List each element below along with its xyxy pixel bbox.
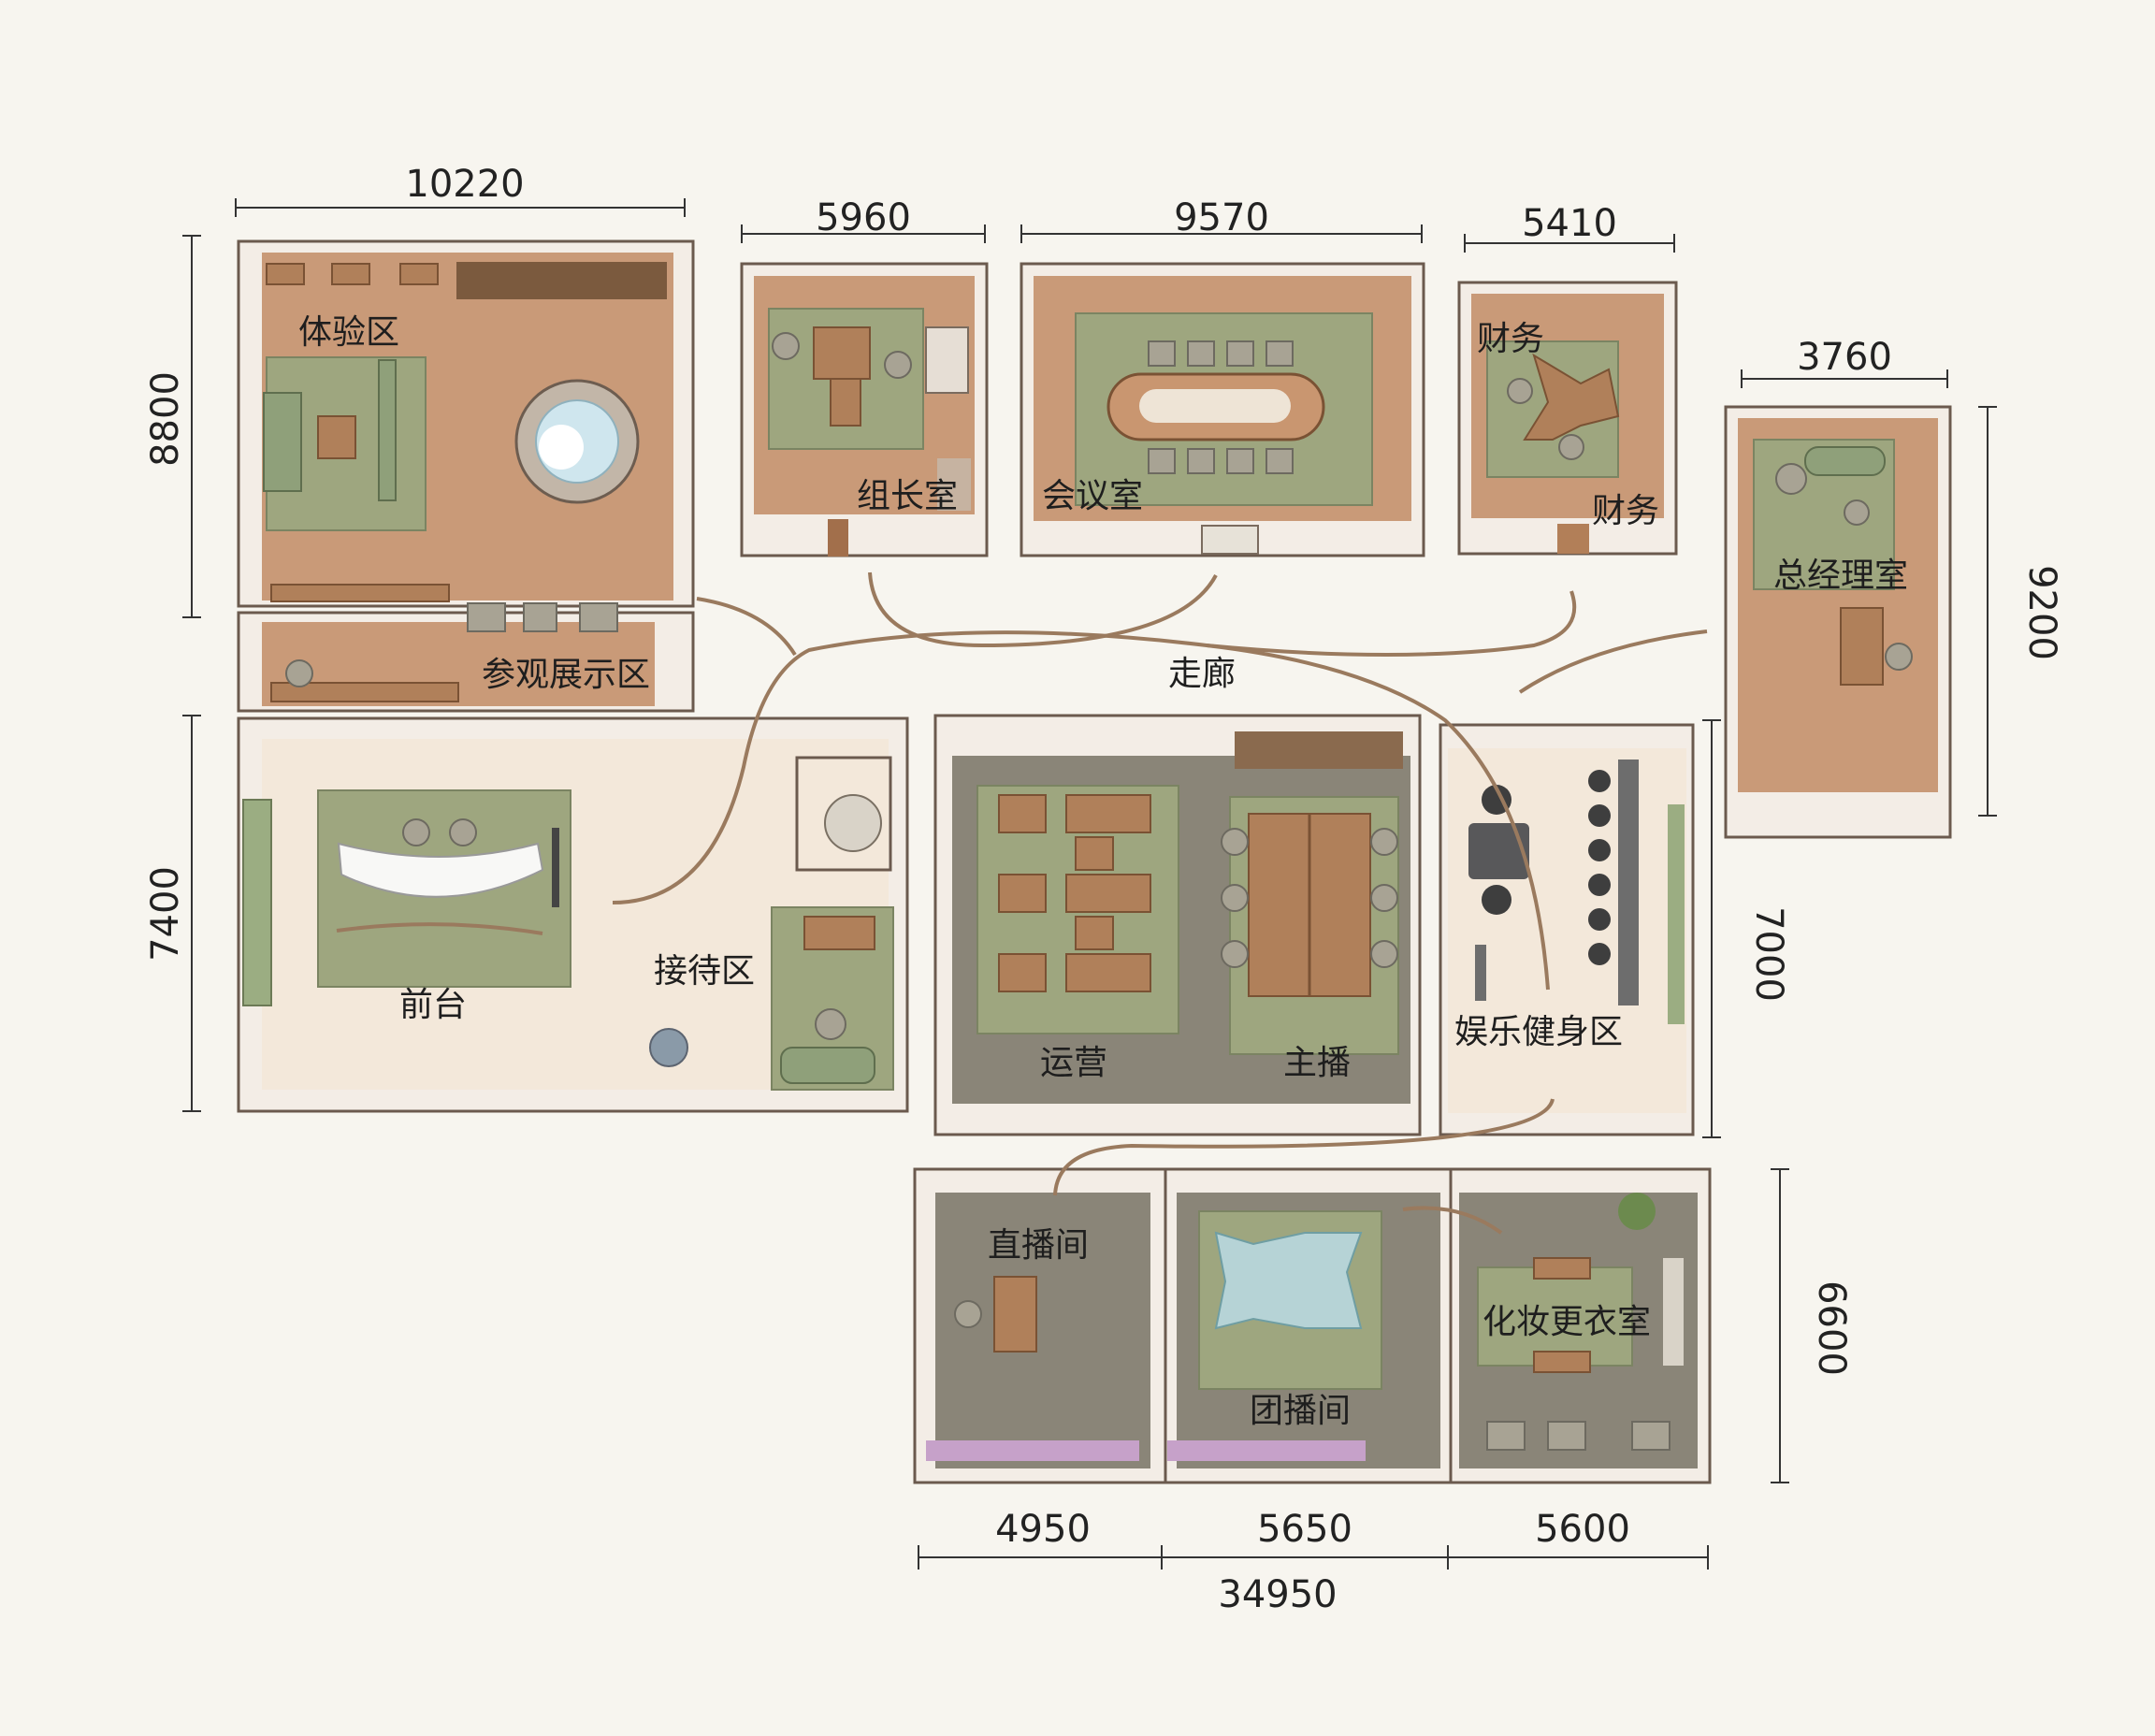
label-host: 主播	[1283, 1044, 1351, 1082]
dimension-labels: 10220 5960 9570 5410 3760 8800 7400 9200…	[144, 163, 2063, 1616]
label-recreation: 娱乐健身区	[1454, 1013, 1623, 1051]
dim-bottom-2: 5650	[1257, 1508, 1352, 1551]
label-reception: 接待区	[654, 952, 755, 991]
dim-top-1: 10220	[405, 163, 524, 206]
room-group-live	[1164, 1167, 1453, 1484]
label-finance-2: 财务	[1592, 492, 1659, 530]
room-front-desk	[237, 716, 909, 1113]
dim-right-3: 6600	[1810, 1280, 1853, 1376]
dim-right-1: 9200	[2020, 565, 2063, 660]
room-dressing	[1449, 1167, 1712, 1484]
label-group-live: 团播间	[1250, 1392, 1351, 1430]
room-team-leader	[740, 262, 989, 557]
label-experience: 体验区	[298, 313, 399, 352]
room-experience	[237, 239, 695, 608]
dim-top-3: 9570	[1174, 196, 1269, 239]
dim-bottom-1: 4950	[995, 1508, 1091, 1551]
label-operations: 运营	[1040, 1044, 1107, 1082]
label-live-room: 直播间	[988, 1226, 1089, 1265]
label-finance-1: 财务	[1477, 320, 1544, 358]
dimension-lines	[182, 198, 1997, 1570]
room-finance	[1457, 281, 1678, 556]
label-meeting: 会议室	[1042, 477, 1143, 515]
dim-top-4: 5410	[1522, 202, 1617, 245]
room-gm-office	[1724, 405, 1952, 839]
dim-right-2: 7000	[1747, 906, 1790, 1002]
dim-bottom-3: 5600	[1535, 1508, 1630, 1551]
dim-top-2: 5960	[816, 196, 911, 239]
label-display: 参观展示区	[482, 656, 650, 694]
circulation-arrows	[612, 571, 1708, 1235]
dim-top-5: 3760	[1797, 336, 1892, 379]
room-meeting	[1020, 262, 1425, 557]
dim-left-2: 7400	[144, 866, 187, 962]
label-gm-office: 总经理室	[1773, 557, 1908, 595]
dim-bottom-total: 34950	[1218, 1573, 1337, 1616]
room-host	[1221, 731, 1403, 1055]
room-operations	[933, 714, 1422, 1136]
label-corridor: 走廊	[1168, 655, 1236, 693]
room-recreation	[1439, 723, 1695, 1136]
room-live	[913, 1167, 1167, 1484]
label-dressing: 化妆更衣室	[1482, 1303, 1651, 1341]
label-front-desk: 前台	[399, 986, 467, 1024]
room-display	[237, 602, 695, 713]
label-team-leader: 组长室	[857, 477, 958, 515]
dim-left-1: 8800	[144, 371, 187, 467]
